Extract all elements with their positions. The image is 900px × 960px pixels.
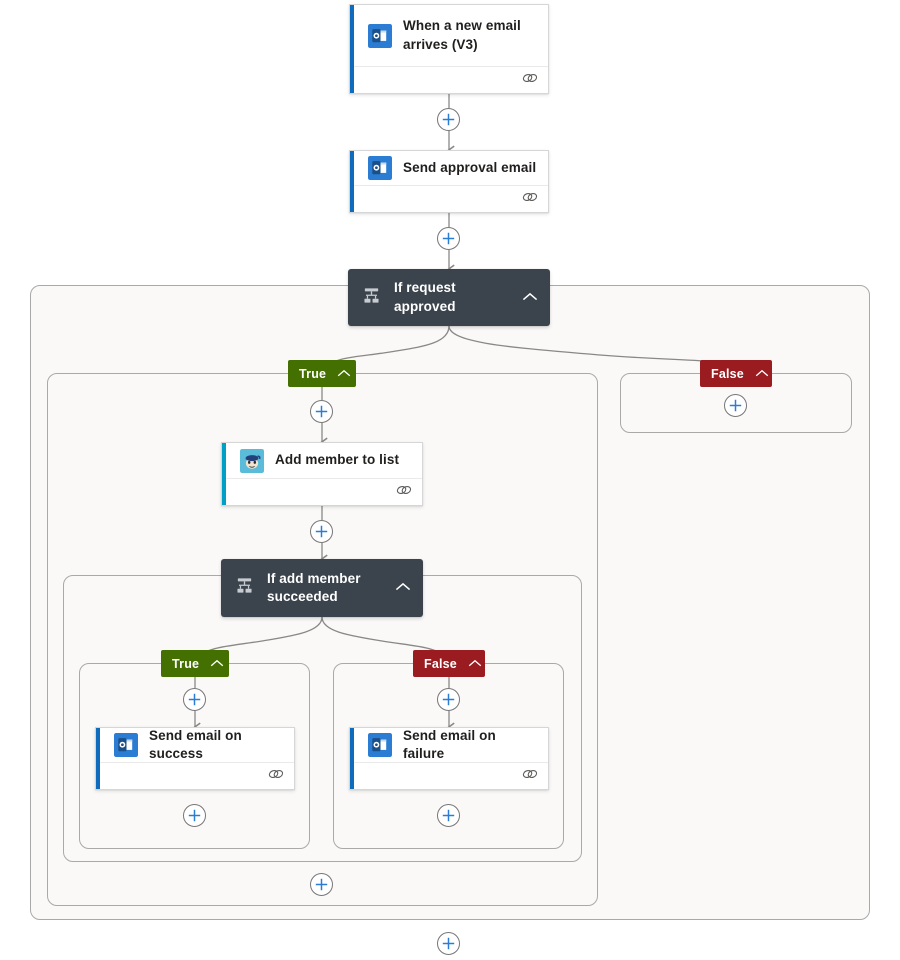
- card-title: Send email on failure: [403, 727, 496, 761]
- card-body: Send email on success: [96, 728, 294, 762]
- chevron-up-icon[interactable]: [395, 579, 411, 597]
- branch-label: True: [299, 366, 327, 381]
- chain-link-icon[interactable]: [268, 767, 284, 785]
- card-footer: [350, 66, 548, 93]
- chevron-up-icon[interactable]: [468, 655, 482, 673]
- branch-badge-inner-true[interactable]: True: [161, 650, 229, 677]
- plus-icon: [729, 399, 742, 412]
- plus-icon: [315, 878, 328, 891]
- card-footer: [222, 478, 422, 505]
- plus-icon: [442, 937, 455, 950]
- plus-icon: [315, 525, 328, 538]
- plus-icon: [442, 113, 455, 126]
- chevron-up-icon[interactable]: [755, 365, 769, 383]
- branch-badge-outer-false[interactable]: False: [700, 360, 772, 387]
- insert-step-button-outer-true-branch-top[interactable]: [310, 400, 333, 423]
- card-body: Send approval email: [350, 151, 548, 185]
- card-footer: [350, 762, 548, 789]
- insert-step-button-inner-true-branch-top[interactable]: [183, 688, 206, 711]
- insert-step-button-end-of-flow[interactable]: [437, 932, 460, 955]
- card-footer: [350, 185, 548, 212]
- branch-label: False: [711, 366, 744, 381]
- condition-title: If add member succeeded: [267, 570, 361, 604]
- card-footer: [96, 762, 294, 789]
- chevron-up-icon[interactable]: [522, 289, 538, 307]
- card-title: Send email on success: [149, 727, 242, 761]
- chain-link-icon[interactable]: [522, 767, 538, 785]
- condition-branch-icon: [235, 576, 254, 600]
- insert-step-button-outer-true-branch-bottom[interactable]: [310, 873, 333, 896]
- action-card-send-email-on-failure[interactable]: Send email on failure: [349, 727, 549, 790]
- condition-card-if-request-approved[interactable]: If request approved: [348, 269, 550, 326]
- insert-step-button-after-trigger[interactable]: [437, 108, 460, 131]
- outlook-icon: [368, 156, 392, 180]
- branch-label: False: [424, 656, 457, 671]
- branch-label: True: [172, 656, 200, 671]
- card-accent-bar: [96, 728, 100, 789]
- insert-step-button-inner-false-branch-top[interactable]: [437, 688, 460, 711]
- action-card-when-a-new-email-arrives[interactable]: When a new email arrives (V3): [349, 4, 549, 94]
- action-card-send-email-on-success[interactable]: Send email on success: [95, 727, 295, 790]
- branch-badge-inner-false[interactable]: False: [413, 650, 485, 677]
- plus-icon: [442, 693, 455, 706]
- plus-icon: [188, 693, 201, 706]
- chain-link-icon[interactable]: [522, 71, 538, 89]
- mailchimp-icon: [240, 448, 264, 473]
- card-accent-bar: [350, 5, 354, 93]
- condition-card-if-add-member-succeeded[interactable]: If add member succeeded: [221, 559, 423, 617]
- insert-step-button-outer-false-branch[interactable]: [724, 394, 747, 417]
- action-card-send-approval-email[interactable]: Send approval email: [349, 150, 549, 213]
- plus-icon: [442, 809, 455, 822]
- outlook-icon: [368, 23, 392, 48]
- card-title: When a new email arrives (V3): [403, 18, 521, 52]
- branch-badge-outer-true[interactable]: True: [288, 360, 356, 387]
- insert-step-button-after-add-member[interactable]: [310, 520, 333, 543]
- chain-link-icon[interactable]: [522, 190, 538, 208]
- insert-step-button-after-send-failure[interactable]: [437, 804, 460, 827]
- plus-icon: [442, 232, 455, 245]
- card-body: When a new email arrives (V3): [350, 5, 548, 66]
- card-body: Add member to list: [222, 443, 422, 478]
- chevron-up-icon[interactable]: [210, 655, 224, 673]
- chevron-up-icon[interactable]: [337, 365, 351, 383]
- insert-step-button-after-send-approval[interactable]: [437, 227, 460, 250]
- card-accent-bar: [350, 728, 354, 789]
- card-title: Add member to list: [275, 452, 400, 468]
- condition-branch-icon: [362, 286, 381, 310]
- chain-link-icon[interactable]: [396, 483, 412, 501]
- outlook-icon: [368, 733, 392, 757]
- card-accent-bar: [222, 443, 226, 505]
- plus-icon: [188, 809, 201, 822]
- card-title: Send approval email: [403, 159, 537, 175]
- card-body: Send email on failure: [350, 728, 548, 762]
- plus-icon: [315, 405, 328, 418]
- condition-title: If request approved: [394, 280, 456, 314]
- insert-step-button-after-send-success[interactable]: [183, 804, 206, 827]
- card-accent-bar: [350, 151, 354, 212]
- action-card-add-member-to-list[interactable]: Add member to list: [221, 442, 423, 506]
- outlook-icon: [114, 733, 138, 757]
